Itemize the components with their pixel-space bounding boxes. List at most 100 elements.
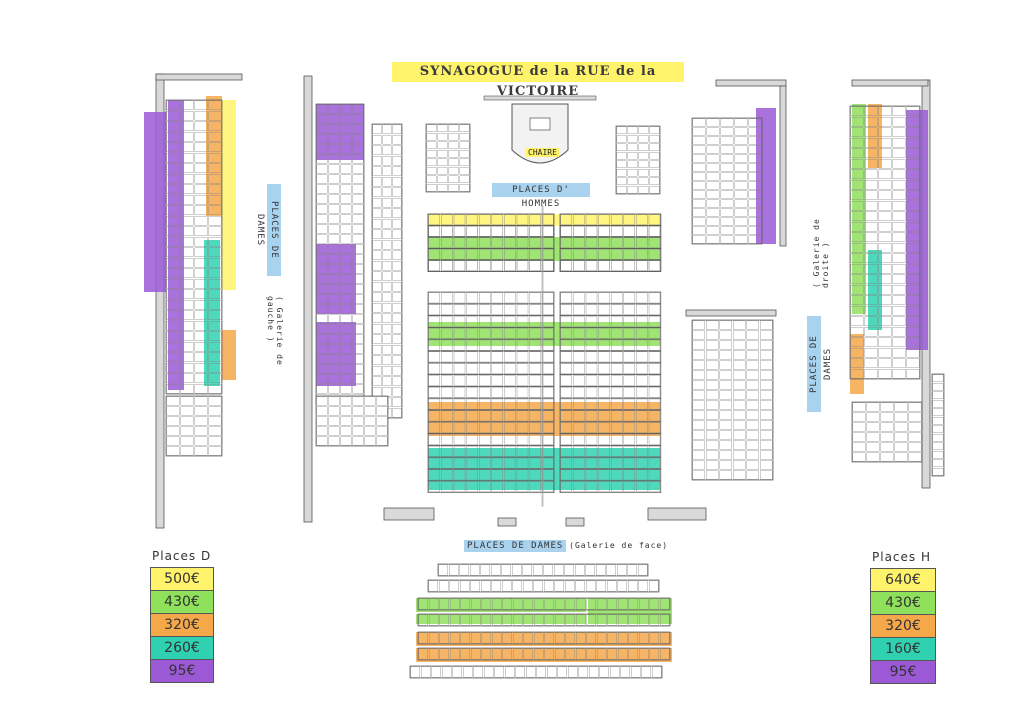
right-gallery-seats-block [849, 105, 921, 380]
hommes-upper-right-row-seat [623, 214, 635, 225]
hommes-upper-left-row-seat [428, 226, 440, 237]
left-side-seats-seat [382, 376, 392, 386]
left-gallery-lower-seats-seat [180, 396, 194, 406]
left-inner-seats-seat [328, 384, 340, 394]
left-side-seats-seat [372, 229, 382, 239]
face-row-seat [533, 564, 543, 576]
left-gallery-seats-seat [180, 331, 194, 341]
hommes-lower-right-row-seat [573, 398, 585, 410]
face-row-seat [492, 614, 502, 626]
left-inner-seats-seat [352, 134, 364, 144]
hommes-lower-left-row-seat [479, 316, 491, 327]
left-inner-seats-seat [328, 154, 340, 164]
hommes-lower-left-row-seat [542, 304, 554, 316]
right-inner-upper-seats-seat [748, 208, 762, 217]
left-inner-seats-seat [316, 114, 328, 124]
face-row-seat [641, 666, 651, 678]
right-inner-lower-seats-seat [719, 380, 732, 390]
left-inner-wall [303, 75, 313, 523]
hommes-lower-left-row-seat [542, 351, 554, 363]
right-inner-upper-seats-seat [720, 154, 734, 163]
right-gallery-seats-seat [850, 159, 864, 169]
left-gallery-seats-seat [208, 163, 222, 173]
left-side-seats-seat [382, 324, 392, 334]
left-gallery-seats-seat [166, 268, 180, 278]
right-gallery-lower-seats-seat [894, 402, 908, 412]
hommes-lower-left-row-seat [466, 446, 478, 457]
right-gallery-seats-seat [878, 306, 892, 316]
chaire-left-seats-seat [448, 124, 459, 132]
hommes-upper-left-row-seat [428, 260, 440, 271]
left-gallery-seats-seat [194, 174, 208, 184]
left-gallery-lower-seats-seat [194, 396, 208, 406]
right-inner-lower-seats-seat [746, 350, 759, 360]
hommes-lower-left-row-seat [529, 328, 541, 339]
face-row-seat [576, 648, 586, 660]
left-gallery-seats-block [165, 99, 223, 395]
left-inner-seats-seat [352, 224, 364, 234]
face-row-seat [513, 598, 523, 610]
right-inner-lower-seats-seat [746, 330, 759, 340]
galerie-gauche-label: ( Galerie de gauche ) [266, 296, 284, 366]
face-row-seat [481, 614, 491, 626]
right-inner-lower-seats-seat [733, 440, 746, 450]
hommes-lower-left-row-seat [479, 410, 491, 422]
right-gallery-lower-seats-seat [852, 402, 866, 412]
left-side-seats-seat [392, 156, 402, 166]
hommes-upper-left-row-seat [491, 249, 503, 260]
hommes-upper-right-row-seat [573, 226, 585, 237]
hommes-lower-right-row-seat [636, 434, 648, 445]
hommes-lower-left-row-seat [453, 446, 466, 457]
left-gallery-lower-seats-seat [166, 416, 180, 426]
left-side-seats-seat [392, 366, 402, 376]
left-gallery-seats-seat [208, 216, 222, 226]
right-gallery-seats-seat [864, 337, 878, 347]
right-inner-lower-seats-seat [706, 410, 719, 420]
face-row-seat [555, 614, 565, 626]
left-inner-seats-seat [316, 194, 328, 204]
left-inner-seats-seat [328, 134, 340, 144]
left-gallery-seats-seat [194, 226, 208, 236]
right-edge-seats-seat [932, 374, 944, 382]
left-inner-seats-seat [352, 294, 364, 304]
hommes-lower-left-row-seat [504, 304, 516, 316]
right-gallery-lower-seats-seat [908, 402, 922, 412]
legend-h-row: 640€ [871, 569, 935, 592]
hommes-upper-left-row-seat [466, 260, 478, 271]
right-inner-lower-seats-seat [746, 400, 759, 410]
right-inner-lower-seats-seat [692, 430, 705, 440]
hommes-lower-right-row-seat [598, 398, 610, 410]
right-inner-upper-seats-seat [734, 217, 748, 226]
left-gallery-lower-seats-seat [180, 446, 194, 456]
left-side-seats-seat [372, 292, 382, 302]
face-row-seat [439, 614, 449, 626]
face-row-seat [418, 614, 428, 626]
hommes-lower-left-row-seat [428, 481, 440, 493]
left-inner-seats-seat [316, 284, 328, 294]
right-gallery-seats-seat [906, 306, 920, 316]
hommes-lower-left-row-seat [441, 434, 453, 445]
legend-d-row: 260€ [151, 637, 213, 660]
face-row-seat [481, 598, 491, 610]
chaire-left-seats-seat [426, 158, 437, 166]
face-row-seat [554, 580, 564, 592]
hommes-lower-left-row-seat [491, 375, 503, 386]
chaire-right-seats-seat [627, 135, 638, 143]
bottom-door-right [565, 517, 585, 527]
right-gallery-lower-seats-seat [880, 452, 894, 462]
right-gallery-seats-seat [864, 190, 878, 200]
face-row-seat [492, 598, 502, 610]
right-inner-upper-seats-seat [748, 199, 762, 208]
left-side-seats-seat [382, 219, 392, 229]
right-gallery-seats-seat [850, 148, 864, 158]
right-inner-upper-seats-seat [706, 163, 720, 172]
right-inner-lower-seats-seat [746, 430, 759, 440]
right-inner-upper-seats-seat [748, 190, 762, 199]
left-inner-seats-seat [328, 164, 340, 174]
hommes-lower-left-row-seat [428, 363, 440, 375]
hommes-lower-left-row-seat [428, 398, 440, 410]
left-gallery-seats-seat [166, 310, 180, 320]
chaire-right-seats-seat [649, 177, 660, 185]
hommes-lower-right-row-seat [585, 387, 598, 398]
left-side-seats-seat [392, 355, 402, 365]
